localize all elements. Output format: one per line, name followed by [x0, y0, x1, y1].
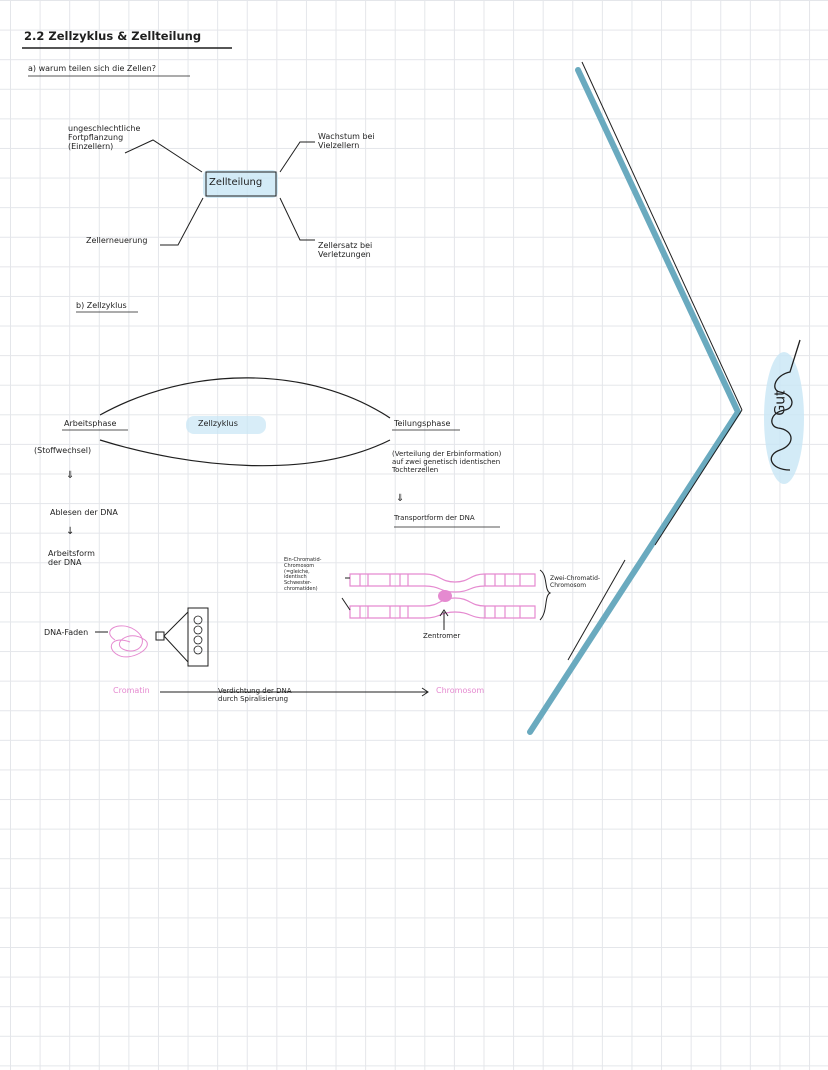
mindmap-top-left: ungeschlechtliche Fortpflanzung (Einzell…: [68, 124, 141, 152]
connector-bottom-right: [279, 197, 315, 241]
connector-bottom-left: [160, 197, 204, 246]
cycle-right-title: Teilungsphase: [394, 419, 451, 428]
center-box: [205, 171, 277, 197]
cycle-left-arrow2: ↓: [66, 526, 75, 537]
cycle-right-arrow: ⇓: [396, 493, 405, 504]
chromosome-label: Chromosom: [436, 686, 485, 695]
cycle-right-sub: (Verteilung der Erbinformation) auf zwei…: [392, 450, 502, 475]
cycle-center: Zellzyklus: [198, 419, 238, 428]
cycle-left-step2: Arbeitsform der DNA: [48, 549, 95, 568]
dna-box-small: [155, 631, 165, 641]
cycle-left-arrow: ⇓: [66, 470, 75, 481]
question-a: a) warum teilen sich die Zellen?: [28, 64, 156, 73]
mindmap-bottom-left: Zellerneuerung: [86, 236, 148, 245]
centromere-label: Zentromer: [423, 632, 461, 640]
cycle-arc-bottom: [99, 439, 391, 467]
cycle-highlight: [186, 416, 266, 434]
cycle-left-sub: (Stoffwechsel): [34, 446, 92, 455]
cycle-right-step: Transportform der DNA: [394, 514, 475, 522]
mindmap-bottom-right: Zellersatz bei Verletzungen: [318, 241, 373, 260]
chromosome-right-label: Zwei-Chromatid- Chromosom: [550, 575, 601, 589]
condensation-label: Verdichtung der DNA durch Spiralisierung: [218, 687, 292, 704]
chromosome-left-label: Ein-Chromatid- Chromosom (=gleiche, iden…: [284, 557, 322, 592]
center-highlight: [203, 170, 278, 198]
mindmap-center: Zellteilung: [209, 177, 263, 188]
connector-top-left: [124, 139, 203, 173]
dna-scribble: [109, 625, 148, 658]
cycle-arc-top: [99, 377, 391, 419]
signature-scribble: [770, 339, 801, 471]
dna-zoom-cone: [163, 610, 189, 664]
margin-chevron: [527, 61, 743, 735]
mindmap-top-right: Wachstum bei Vielzellern: [318, 132, 375, 151]
connector-top-right: [279, 141, 315, 173]
margin-signature: Gut: [772, 390, 789, 416]
cycle-left-step1: Ablesen der DNA: [50, 508, 118, 517]
question-b: b) Zellzyklus: [76, 301, 127, 310]
chromatin-label: Cromatin: [113, 686, 150, 695]
dna-thread-label: DNA-Faden: [44, 628, 89, 637]
signature-highlight: [764, 352, 804, 484]
cycle-left-title: Arbeitsphase: [64, 419, 117, 428]
right-brace: [539, 569, 552, 621]
centromere-dot: [438, 590, 452, 602]
page-heading: 2.2 Zellzyklus & Zellteilung: [24, 29, 202, 43]
dna-zoom-box: [187, 607, 209, 667]
